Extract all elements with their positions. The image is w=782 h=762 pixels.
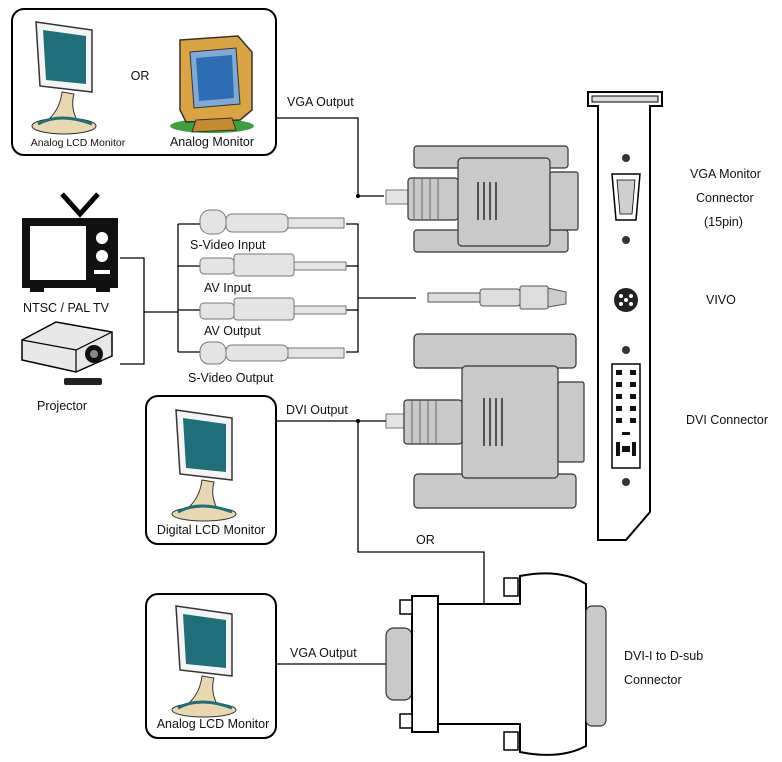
- av-output-label: AV Output: [204, 324, 261, 338]
- vivo-label: VIVO: [706, 293, 736, 307]
- dvi-to-adapter-wire: [357, 421, 485, 604]
- vivo-port-icon: [614, 288, 638, 312]
- or-label-top: OR: [131, 69, 150, 83]
- or-label-bottom: OR: [416, 533, 435, 547]
- dvi-port-icon: [611, 346, 641, 486]
- projector-label: Projector: [37, 399, 87, 413]
- vga-port-icon: [611, 154, 641, 244]
- tv-label: NTSC / PAL TV: [23, 301, 110, 315]
- dvi-to-dsub-adapter: [385, 572, 607, 756]
- adapter-label-line1: DVI-I to D-sub: [624, 649, 703, 663]
- analog-crt-monitor-icon: [170, 35, 254, 133]
- graphics-card-bracket: [587, 91, 663, 541]
- analog-lcd-label: Analog LCD Monitor: [31, 137, 126, 149]
- dvi-output-label: DVI Output: [286, 403, 348, 417]
- dvi-connector-label: DVI Connector: [686, 413, 768, 427]
- bottom-analog-lcd-label: Analog LCD Monitor: [157, 717, 270, 731]
- vga-output-wire-top: [276, 117, 384, 197]
- vga-output-label-bottom: VGA Output: [290, 646, 357, 660]
- analog-monitor-box: OR Analog LCD Monitor Analog Monitor: [11, 8, 277, 156]
- svideo-input-cable: [199, 209, 345, 235]
- bottom-analog-lcd-monitor-icon: [171, 605, 237, 718]
- vivo-cable-plug: [427, 285, 567, 310]
- digital-lcd-label: Digital LCD Monitor: [157, 523, 265, 537]
- vga-connector-label-line2: Connector: [696, 191, 754, 205]
- svideo-input-label: S-Video Input: [190, 238, 266, 252]
- vga-cable-plug: [385, 145, 579, 253]
- analog-monitor-label: Analog Monitor: [170, 135, 254, 149]
- analog-lcd-monitor-icon: [31, 21, 97, 135]
- adapter-label-line2: Connector: [624, 673, 682, 687]
- vga-output-label-top: VGA Output: [287, 95, 354, 109]
- digital-lcd-monitor-icon: [171, 409, 237, 522]
- av-bus-wires: [120, 223, 416, 365]
- dvi-cable-plug: [385, 333, 585, 509]
- av-input-cable: [199, 253, 347, 277]
- svideo-output-label: S-Video Output: [188, 371, 274, 385]
- vga-connector-label-line3: (15pin): [704, 215, 743, 229]
- tv-icon: [22, 192, 118, 292]
- av-input-label: AV Input: [204, 281, 252, 295]
- digital-lcd-box: Digital LCD Monitor: [145, 395, 277, 545]
- svideo-output-cable: [199, 341, 345, 365]
- av-output-cable: [199, 297, 347, 321]
- projector-icon: [21, 321, 113, 385]
- vga-connector-label-line1: VGA Monitor: [690, 167, 761, 181]
- bottom-analog-lcd-box: Analog LCD Monitor: [145, 593, 277, 739]
